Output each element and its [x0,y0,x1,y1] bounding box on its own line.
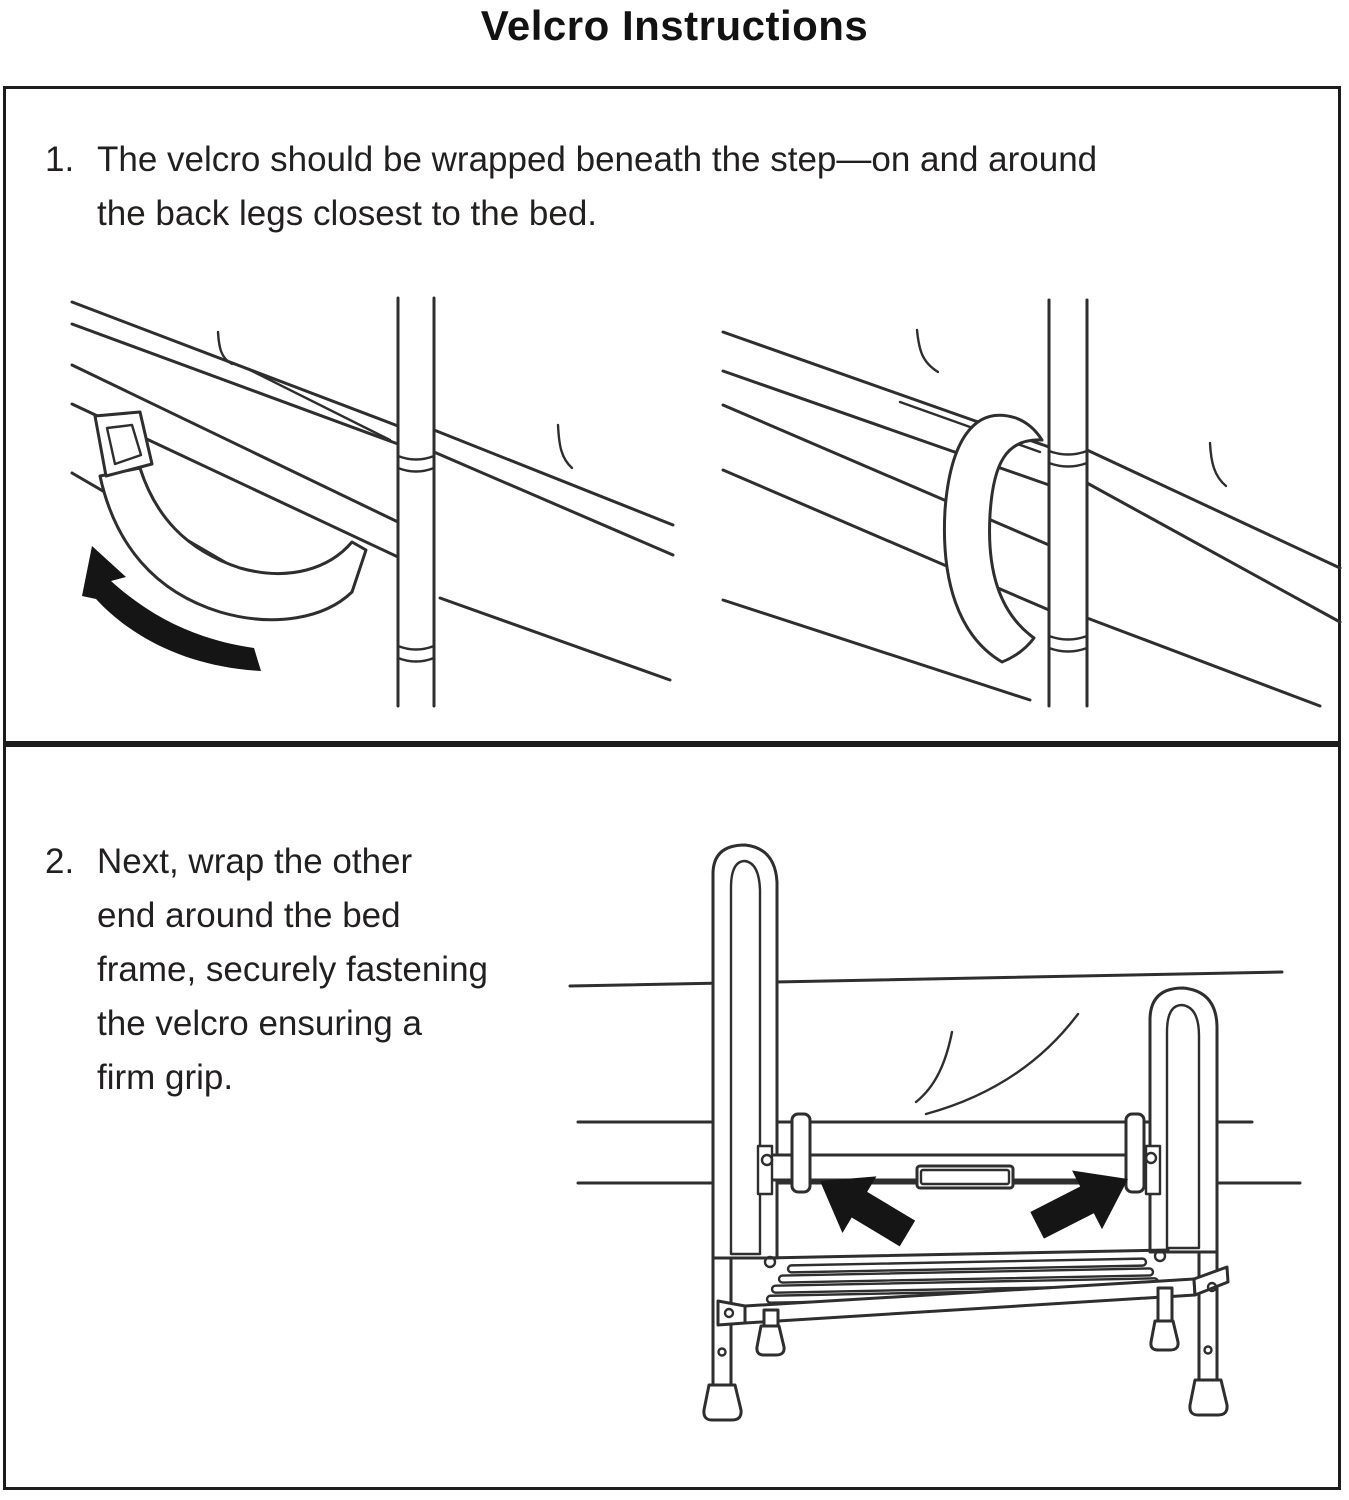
left-strap-arrow [820,1176,916,1247]
step-1-number: 1. [45,140,75,179]
rubber-foot [702,1383,743,1422]
velcro-straps [790,1112,1146,1194]
frame-stub [915,328,940,374]
frame-stub [216,330,234,366]
velcro-strap-left [790,1112,812,1194]
figure-strap-wrapped [721,298,1342,708]
velcro-strap-right [1124,1112,1146,1194]
step-2-number: 2. [45,842,75,881]
velcro-strap-wrapped [942,413,1044,664]
step-1-panel: 1. The velcro should be wrapped beneath … [3,86,1342,744]
mattress-crease [914,1030,954,1104]
rubber-foot [1149,1319,1180,1352]
left-handrail [711,843,779,1260]
step-2-text: Next, wrap the other end around the bed … [97,842,489,1097]
right-handrail [1148,986,1219,1254]
frame-stub [556,423,574,470]
step-1-text: The velcro should be wrapped beneath the… [97,140,1098,233]
step-back-leg [1047,298,1089,708]
front-legs-and-feet [702,1286,1229,1422]
rubber-foot [755,1324,786,1357]
label-plate [915,1164,1015,1190]
step-1: 1. The velcro should be wrapped beneath … [45,133,1285,241]
step-grip-ridge [786,1257,1148,1274]
corner-bracket [716,1299,747,1327]
velcro-strap-loose [93,410,368,622]
strap-eyelet [93,410,154,478]
figure-step-stool-at-bed [568,843,1302,1422]
step-grip-ridge [777,1267,1155,1284]
mattress-crease [924,1012,1080,1116]
rail-bracket [756,1144,774,1196]
frame-stub [1208,441,1228,488]
step-2-panel: 2. Next, wrap the other end around the b… [3,744,1341,1490]
step-back-leg [396,296,436,708]
page-title: Velcro Instructions [480,2,869,49]
rubber-foot [1188,1378,1229,1417]
lower-step-platform [716,1248,1230,1327]
bed-frame-rails [721,328,1342,708]
right-strap-arrow [1030,1170,1128,1239]
wrap-direction-arrow [82,546,261,671]
step-2: 2. Next, wrap the other end around the b… [45,835,565,1105]
figure-strap-hanging [70,296,675,708]
